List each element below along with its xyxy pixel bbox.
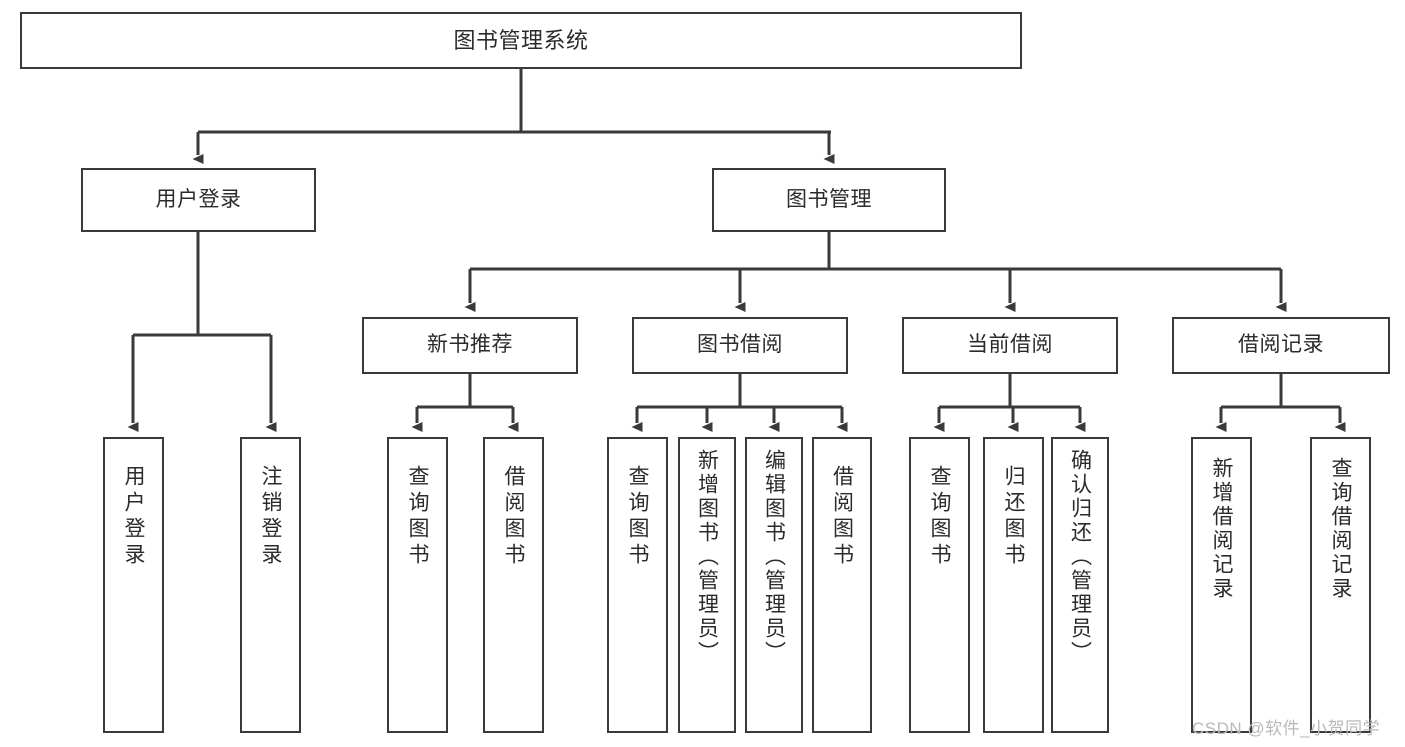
- node-book-manage-label: 图书管理: [786, 187, 872, 211]
- node-leaf-user-login[interactable]: 用户登录: [103, 437, 164, 733]
- node-leaf-borrow-book-2[interactable]: 借阅图书: [812, 437, 872, 733]
- edge-userlogin-to-leaves: [127, 232, 277, 432]
- node-leaf-user-login-label: 用户登录: [122, 465, 145, 569]
- node-leaf-edit-book-label: 编辑图书（管理员）: [762, 449, 786, 665]
- node-leaf-query-book-1[interactable]: 查询图书: [387, 437, 448, 733]
- node-leaf-add-book-label: 新增图书（管理员）: [695, 449, 719, 665]
- node-leaf-user-logout-label: 注销登录: [259, 465, 282, 569]
- edge-bookborrow-to-leaves: [631, 374, 848, 432]
- node-leaf-query-book-3[interactable]: 查询图书: [909, 437, 970, 733]
- node-current-borrow-label: 当前借阅: [967, 333, 1053, 357]
- node-leaf-return-book[interactable]: 归还图书: [983, 437, 1044, 733]
- node-current-borrow[interactable]: 当前借阅: [902, 317, 1118, 374]
- watermark: CSDN @软件_小贺同学: [1192, 719, 1381, 738]
- node-borrow-record[interactable]: 借阅记录: [1172, 317, 1390, 374]
- edge-newbook-to-leaves: [411, 374, 519, 432]
- edge-bookmanage-to-level2: [464, 232, 1287, 312]
- node-book-borrow-label: 图书借阅: [697, 333, 783, 357]
- node-user-login[interactable]: 用户登录: [81, 168, 316, 232]
- node-leaf-query-book-3-label: 查询图书: [928, 465, 951, 569]
- node-leaf-borrow-book-1-label: 借阅图书: [502, 465, 525, 569]
- node-leaf-edit-book[interactable]: 编辑图书（管理员）: [745, 437, 803, 733]
- edge-currentborrow-to-leaves: [933, 374, 1086, 432]
- node-leaf-query-book-2-label: 查询图书: [626, 465, 649, 569]
- node-user-login-label: 用户登录: [155, 187, 242, 211]
- edge-root-to-level1: [192, 69, 835, 164]
- node-leaf-query-book-2[interactable]: 查询图书: [607, 437, 668, 733]
- node-leaf-query-record-label: 查询借阅记录: [1329, 457, 1352, 601]
- node-leaf-query-book-1-label: 查询图书: [406, 465, 429, 569]
- node-leaf-return-book-label: 归还图书: [1002, 465, 1025, 569]
- node-root[interactable]: 图书管理系统: [20, 12, 1022, 69]
- node-new-book-recommend[interactable]: 新书推荐: [362, 317, 578, 374]
- node-leaf-borrow-book-2-label: 借阅图书: [830, 465, 854, 569]
- node-leaf-user-logout[interactable]: 注销登录: [240, 437, 301, 733]
- node-book-borrow[interactable]: 图书借阅: [632, 317, 848, 374]
- node-leaf-add-book[interactable]: 新增图书（管理员）: [678, 437, 736, 733]
- edge-borrowrecord-to-leaves: [1215, 374, 1346, 432]
- node-leaf-borrow-book-1[interactable]: 借阅图书: [483, 437, 544, 733]
- node-book-manage[interactable]: 图书管理: [712, 168, 946, 232]
- node-leaf-confirm-return-label: 确认归还（管理员）: [1068, 449, 1092, 665]
- node-leaf-add-record-label: 新增借阅记录: [1210, 457, 1233, 601]
- node-leaf-confirm-return[interactable]: 确认归还（管理员）: [1051, 437, 1109, 733]
- node-new-book-recommend-label: 新书推荐: [427, 333, 513, 357]
- node-leaf-add-record[interactable]: 新增借阅记录: [1191, 437, 1252, 733]
- node-borrow-record-label: 借阅记录: [1238, 333, 1324, 357]
- node-leaf-query-record[interactable]: 查询借阅记录: [1310, 437, 1371, 733]
- node-root-label: 图书管理系统: [453, 27, 589, 53]
